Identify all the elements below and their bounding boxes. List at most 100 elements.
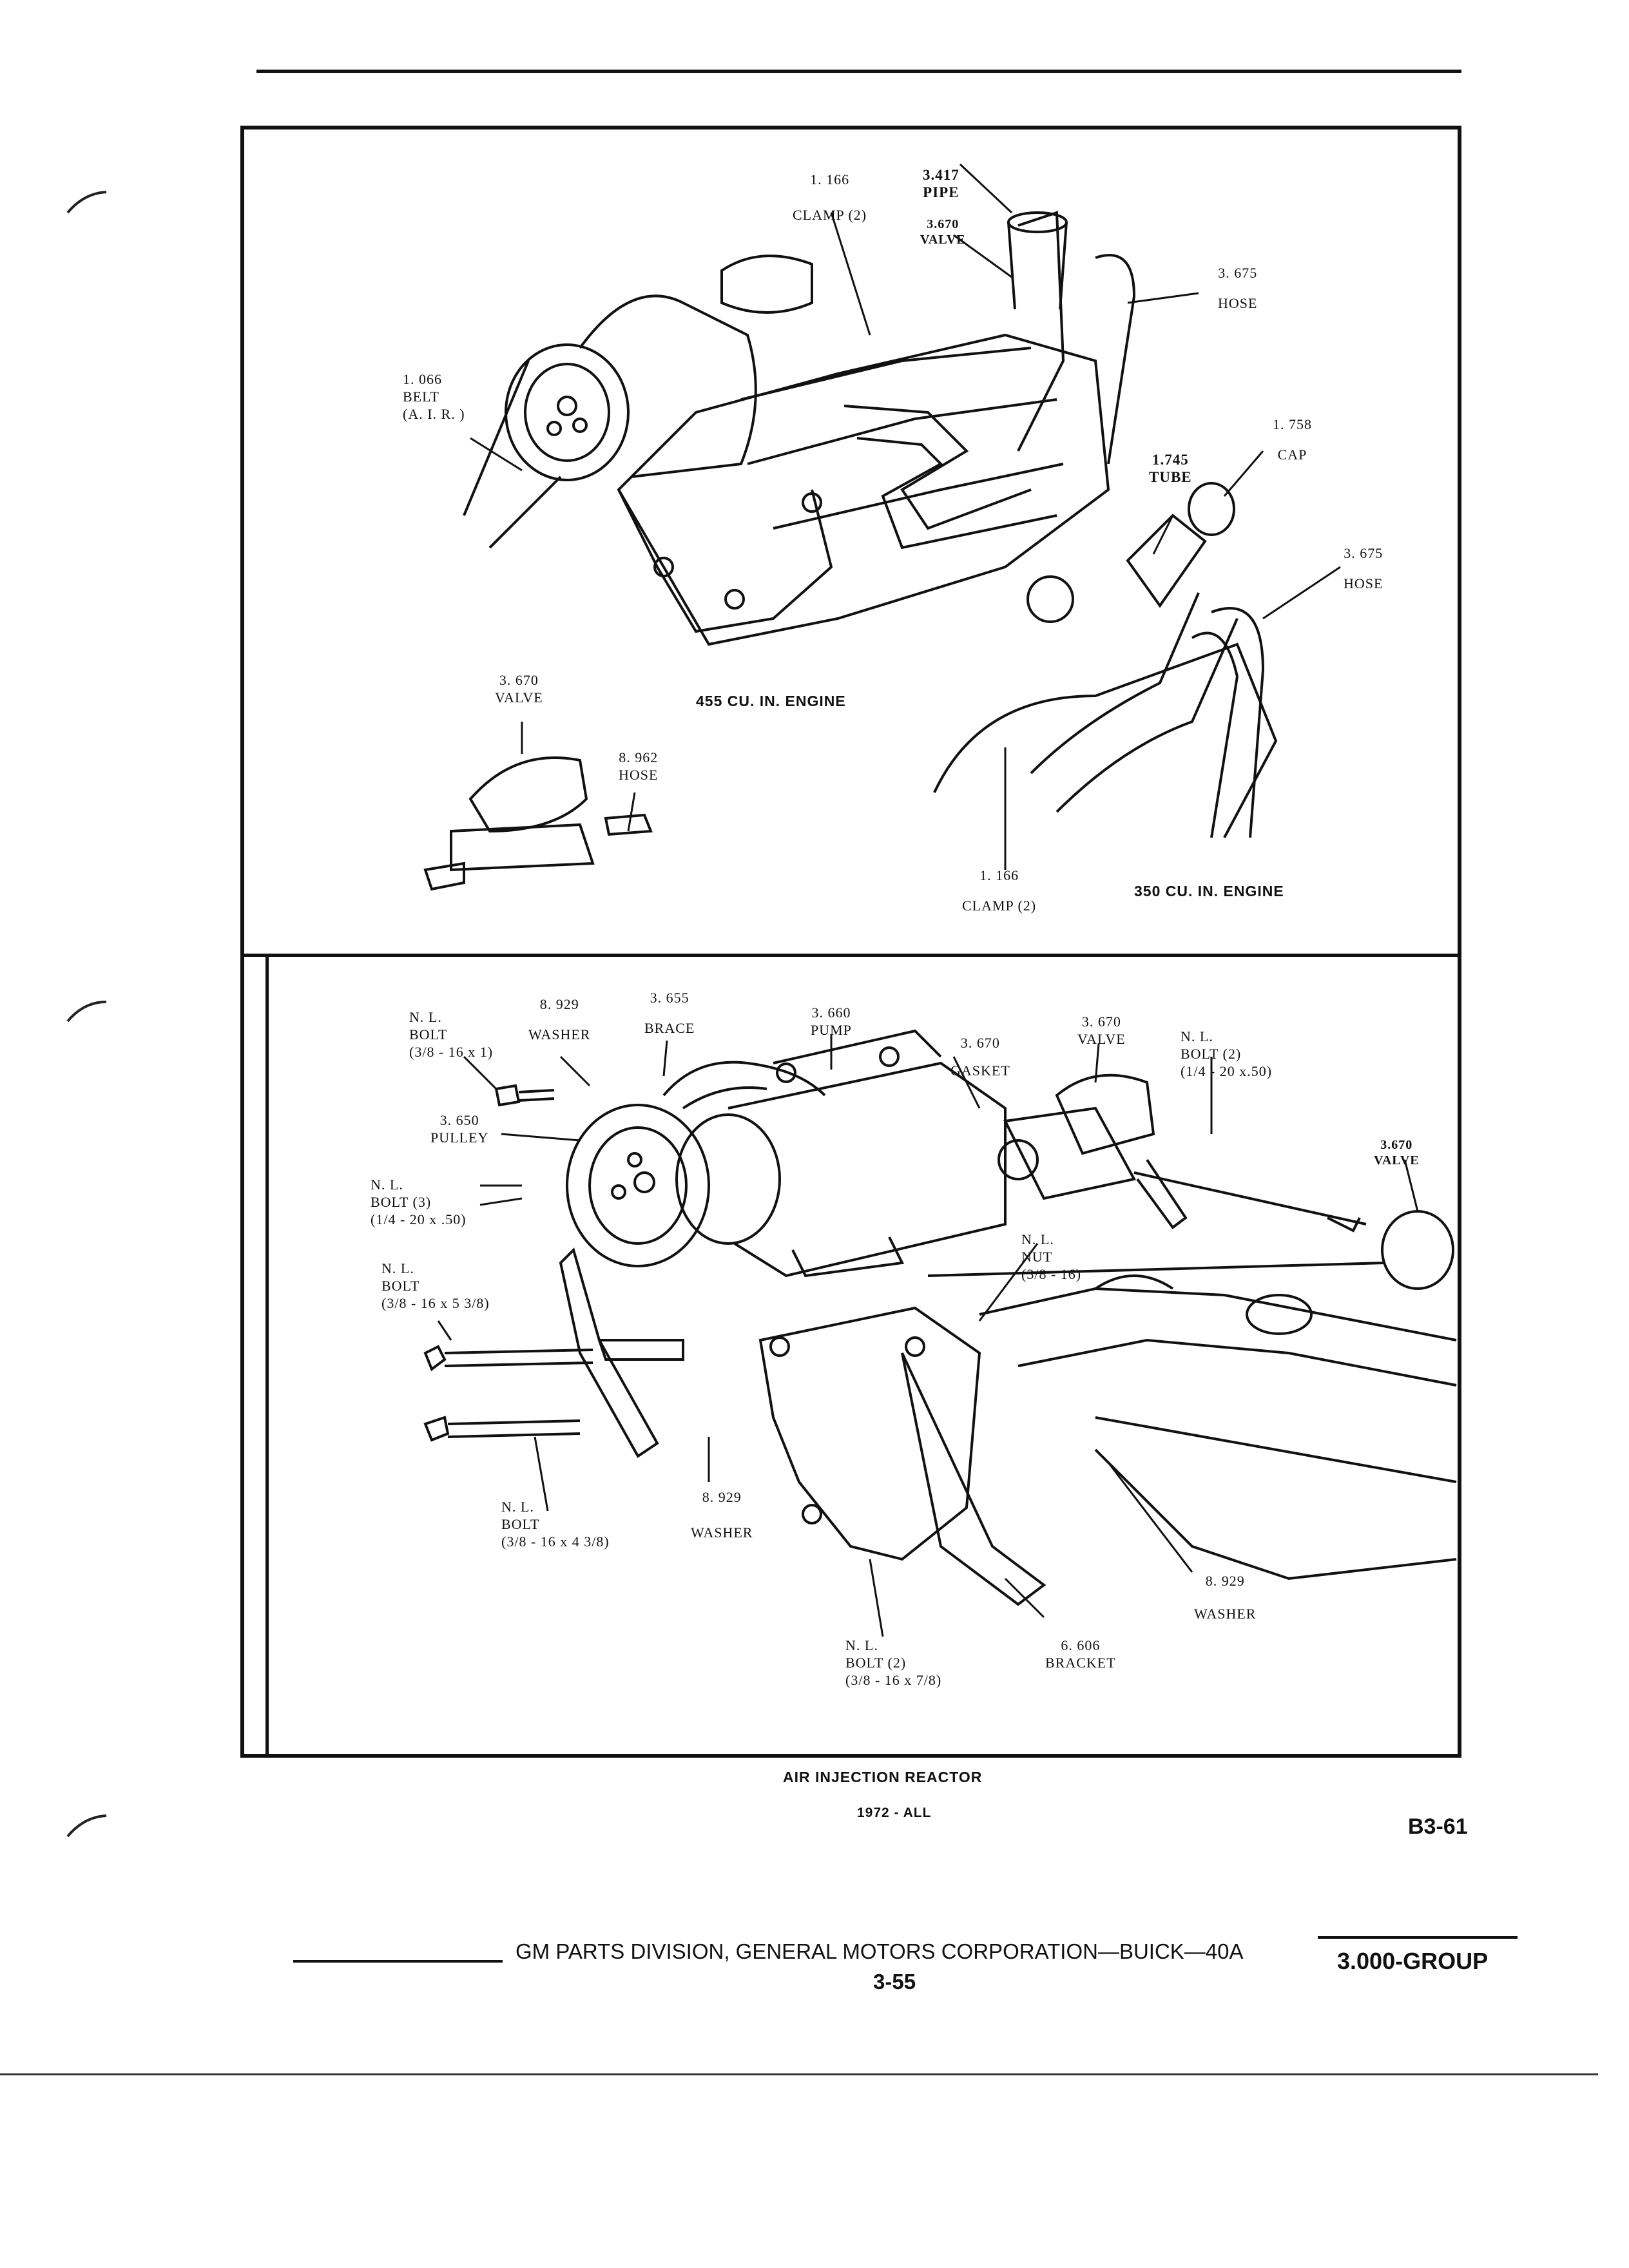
callout-name: BELT [403, 389, 439, 405]
engine-455-label: 455 CU. IN. ENGINE [696, 693, 846, 709]
callout-number: 1.745 [1152, 452, 1189, 468]
footer-rule-right [1318, 1936, 1518, 1939]
callout-brace: 3. 655 BRACE [644, 989, 695, 1037]
callout-bolt-3: N. L. BOLT (3) (1/4 - 20 x .50) [371, 1176, 467, 1228]
callout-bolt-bottom: N. L. BOLT (2) (3/8 - 16 x 7/8) [845, 1637, 941, 1689]
callout-number: 3. 675 [1218, 265, 1258, 281]
callout-number: 3. 660 [811, 1004, 851, 1021]
page-code: B3-61 [1408, 1814, 1468, 1839]
callout-bolt-long: N. L. BOLT (3/8 - 16 x 5 3/8) [381, 1260, 490, 1312]
callout-number: 3.670 [1380, 1138, 1413, 1152]
callout-clamp-top: 1. 166 CLAMP (2) [793, 171, 867, 224]
callout-name: VALVE [1077, 1031, 1126, 1047]
callout-size: (1/4 - 20 x.50) [1181, 1063, 1273, 1079]
callout-name: PUMP [811, 1022, 852, 1038]
callout-name: VALVE [495, 689, 543, 706]
callout-size: (3/8 - 16) [1021, 1266, 1082, 1282]
callout-size: (3/8 - 16 x 5 3/8) [381, 1295, 490, 1311]
callout-name: BOLT [381, 1278, 420, 1294]
callout-number: 3. 675 [1344, 545, 1383, 561]
callout-valve-left: 3. 670 VALVE [495, 671, 543, 706]
callout-number: 6. 606 [1061, 1637, 1101, 1653]
callout-name: BOLT (2) [845, 1655, 907, 1671]
callout-number: N. L. [1181, 1028, 1213, 1044]
callout-number: N. L. [1021, 1231, 1054, 1247]
callout-cap: 1. 758 CAP [1273, 416, 1312, 463]
callout-name: WASHER [1194, 1606, 1257, 1622]
callout-size: (3/8 - 16 x 1) [409, 1044, 494, 1060]
callout-name: HOSE [619, 767, 659, 783]
callout-nut: N. L. NUT (3/8 - 16) [1021, 1231, 1081, 1283]
callout-number: N. L. [845, 1637, 878, 1653]
callout-number: N. L. [371, 1177, 403, 1193]
callout-number: 3.670 [927, 217, 959, 231]
callout-number: N. L. [381, 1260, 414, 1276]
callout-name: BRACKET [1045, 1655, 1116, 1671]
callout-bolt-top: N. L. BOLT (3/8 - 16 x 1) [409, 1008, 493, 1061]
callout-pulley: 3. 650 PULLEY [430, 1111, 488, 1146]
callout-name: BOLT [409, 1026, 448, 1043]
callout-sub: (A. I. R. ) [403, 406, 465, 422]
callout-name: HOSE [1344, 575, 1383, 591]
callout-number: 8. 962 [619, 749, 659, 765]
callout-name: HOSE [1218, 295, 1258, 311]
callout-name: WASHER [691, 1524, 753, 1541]
callout-size: (1/4 - 20 x .50) [371, 1211, 467, 1227]
top-rule [256, 70, 1461, 73]
diagram-frame [240, 126, 1461, 1758]
lower-left-rule [265, 957, 269, 1758]
callout-name: VALVE [920, 233, 966, 247]
callout-valve-mid: 3. 670 VALVE [1077, 1013, 1126, 1048]
callout-name: CAP [1277, 447, 1307, 463]
callout-number: 8. 929 [702, 1489, 742, 1505]
callout-hose-right: 3. 675 HOSE [1344, 544, 1383, 592]
callout-name: BOLT [501, 1516, 540, 1532]
panel-divider [240, 954, 1461, 957]
callout-clamp-bottom: 1. 166 CLAMP (2) [962, 867, 1036, 914]
callout-name: TUBE [1149, 469, 1192, 485]
callout-belt: 1. 066 BELT (A. I. R. ) [403, 370, 465, 423]
footer-rule-left [293, 1960, 503, 1963]
callout-bracket: 6. 606 BRACKET [1045, 1637, 1116, 1671]
callout-number: 3. 670 [1081, 1014, 1121, 1030]
callout-name: CLAMP (2) [962, 898, 1037, 914]
callout-bolt-2: N. L. BOLT (2) (1/4 - 20 x.50) [1181, 1028, 1272, 1080]
callout-washer-top: 8. 929 WASHER [528, 995, 590, 1043]
callout-gasket: 3. 670 GASKET [950, 1034, 1010, 1079]
callout-name: PULLEY [430, 1129, 489, 1146]
engine-350-label: 350 CU. IN. ENGINE [1134, 883, 1284, 899]
callout-number: 3.417 [923, 167, 959, 183]
callout-number: 1. 166 [810, 171, 850, 187]
callout-name: VALVE [1374, 1153, 1420, 1168]
callout-number: 1. 166 [979, 867, 1019, 883]
callout-number: 8. 929 [539, 996, 579, 1012]
callout-name: BOLT (2) [1181, 1046, 1242, 1062]
footer-group: 3.000-GROUP [1337, 1948, 1489, 1974]
callout-valve-top: 3.670 VALVE [920, 216, 966, 247]
callout-number: 3. 650 [439, 1112, 479, 1128]
callout-name: GASKET [950, 1062, 1010, 1079]
footer-company: GM PARTS DIVISION, GENERAL MOTORS CORPOR… [516, 1939, 1244, 1963]
callout-size: (3/8 - 16 x 4 3/8) [501, 1533, 610, 1550]
callout-number: 1. 758 [1273, 416, 1312, 432]
callout-hose-small: 8. 962 HOSE [619, 749, 658, 783]
callout-number: 3. 670 [960, 1035, 1000, 1051]
callout-number: 3. 655 [650, 990, 689, 1006]
callout-hose-top: 3. 675 HOSE [1218, 264, 1257, 312]
bottom-rule [0, 2073, 1598, 2075]
callout-name: NUT [1021, 1249, 1053, 1265]
callout-name: PIPE [923, 184, 959, 200]
figure-title: AIR INJECTION REACTOR [783, 1769, 983, 1785]
callout-number: 1. 066 [403, 371, 442, 387]
callout-valve-right: 3.670 VALVE [1374, 1137, 1420, 1168]
callout-number: 3. 670 [499, 672, 539, 688]
callout-name: BOLT (3) [371, 1194, 432, 1210]
callout-tube: 1.745 TUBE [1149, 451, 1192, 486]
footer-page-number: 3-55 [873, 1970, 916, 1994]
callout-number: N. L. [409, 1009, 442, 1025]
callout-name: WASHER [528, 1026, 591, 1043]
callout-size: (3/8 - 16 x 7/8) [845, 1672, 942, 1688]
